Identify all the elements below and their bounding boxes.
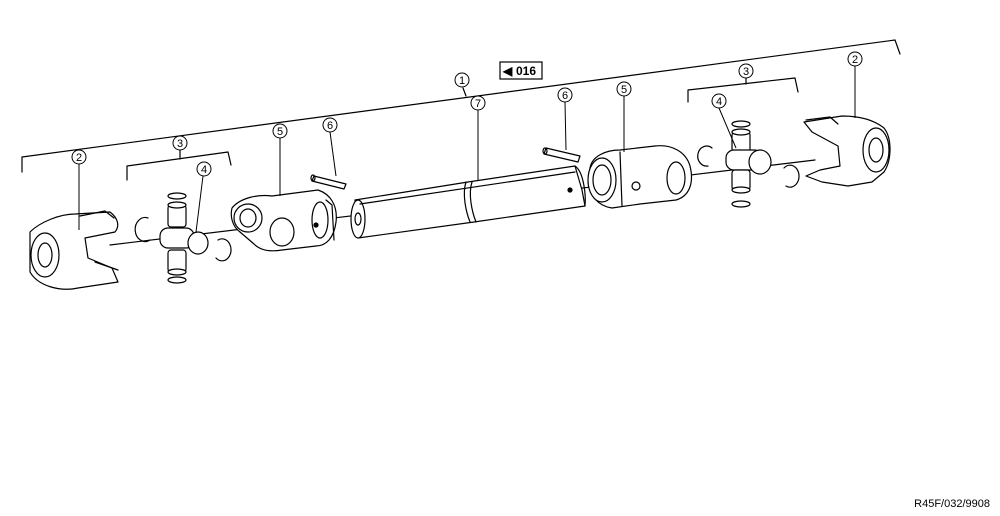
universal-joint-cross-right xyxy=(725,120,772,208)
reference-number: 016 xyxy=(516,64,536,78)
callout-cross-left: 4 xyxy=(196,161,212,177)
callout-yoke-right: 2 xyxy=(847,51,863,67)
slip-yoke-right xyxy=(587,145,693,209)
circlip-right-outer xyxy=(783,164,800,188)
uj-kit-bracket-right xyxy=(687,77,799,103)
svg-text:3: 3 xyxy=(743,66,749,78)
svg-text:5: 5 xyxy=(277,126,283,138)
reference-box: ◀ 016 xyxy=(499,61,543,80)
callout-cross-right: 4 xyxy=(711,93,727,109)
svg-text:3: 3 xyxy=(177,138,183,150)
callout-pin-right: 6 xyxy=(557,87,573,103)
callout-tube: 7 xyxy=(470,95,486,111)
svg-text:6: 6 xyxy=(562,90,568,102)
callout-assembly: 1 xyxy=(454,72,470,88)
svg-text:2: 2 xyxy=(76,152,82,164)
svg-text:1: 1 xyxy=(459,75,465,87)
roll-pin-right xyxy=(542,147,581,163)
svg-text:2: 2 xyxy=(852,54,858,66)
circlip-left-outer xyxy=(134,216,151,243)
callout-slip-yoke-left: 5 xyxy=(272,123,288,139)
slip-yoke-left xyxy=(230,189,337,252)
svg-text:5: 5 xyxy=(621,84,627,96)
circlip-left-inner xyxy=(215,238,232,262)
svg-text:7: 7 xyxy=(475,98,481,110)
callout-uj-kit-right: 3 xyxy=(738,63,754,79)
driveshaft-tube xyxy=(350,165,586,239)
svg-text:4: 4 xyxy=(201,164,207,176)
left-triangle-icon: ◀ xyxy=(502,64,513,78)
circlip-right-inner xyxy=(697,145,713,167)
callout-uj-kit-left: 3 xyxy=(172,135,188,151)
svg-text:4: 4 xyxy=(716,96,722,108)
uj-kit-bracket-left xyxy=(126,149,232,181)
end-yoke-right xyxy=(803,115,891,187)
universal-joint-cross-left xyxy=(159,192,209,284)
assembly-bracket xyxy=(21,39,901,173)
svg-text:6: 6 xyxy=(327,120,333,132)
callout-pin-left: 6 xyxy=(322,117,338,133)
roll-pin-left xyxy=(310,174,347,190)
drawing-code: R45F/032/9908 xyxy=(914,498,990,510)
callout-slip-yoke-right: 5 xyxy=(616,81,632,97)
callout-yoke-left: 2 xyxy=(71,149,87,165)
end-yoke-left xyxy=(29,210,119,290)
